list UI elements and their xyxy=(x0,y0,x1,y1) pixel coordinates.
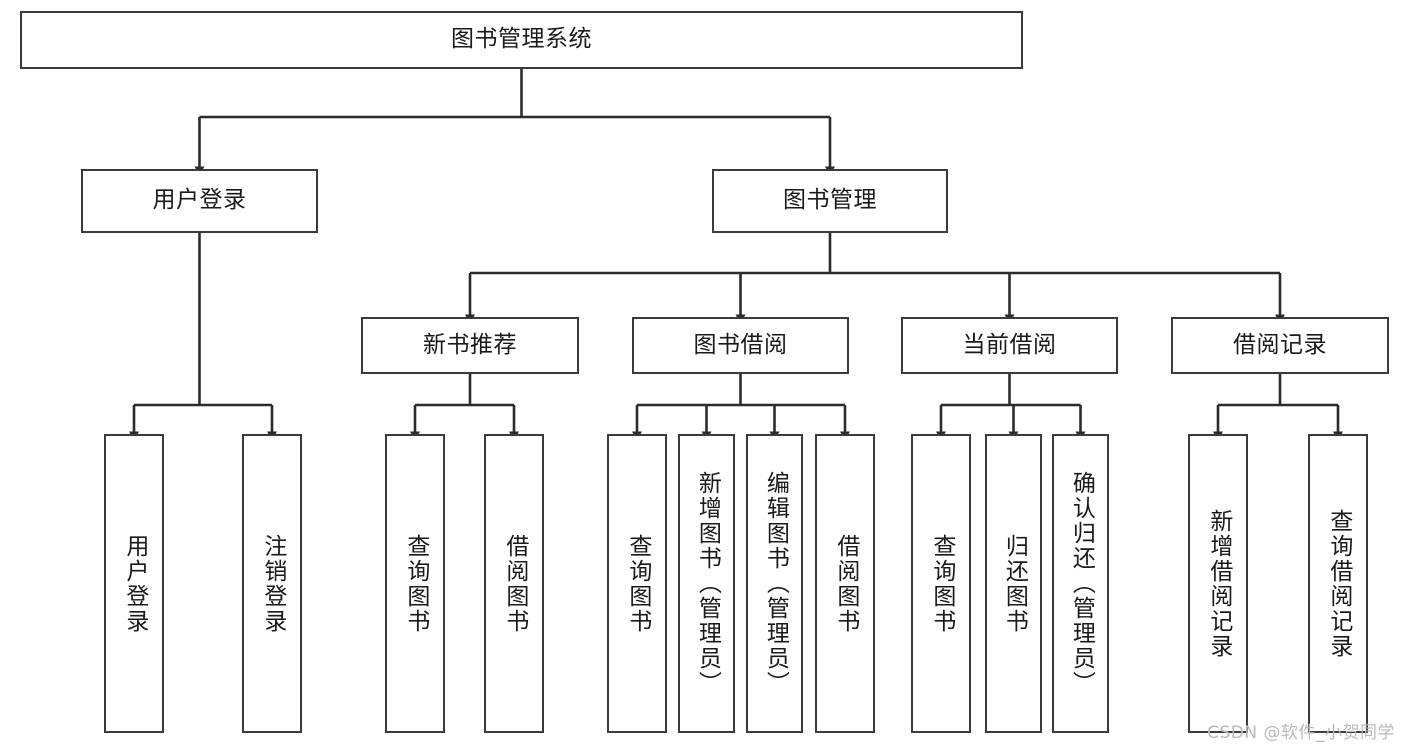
node-label: 图书管理 xyxy=(783,187,877,214)
node-leaf-logout[interactable]: 注销登录 xyxy=(242,434,302,733)
node-label: 查询图书 xyxy=(928,533,955,634)
node-leaf-confirm-return[interactable]: 确认归还（管理员） xyxy=(1052,434,1109,733)
node-label: 图书管理系统 xyxy=(451,26,592,53)
node-label: 借阅记录 xyxy=(1233,331,1327,358)
node-leaf-borrow-book-1[interactable]: 借阅图书 xyxy=(484,434,544,733)
node-leaf-add-record[interactable]: 新增借阅记录 xyxy=(1188,434,1248,733)
watermark-text: CSDN @软件_小贺同学 xyxy=(1207,723,1395,743)
node-leaf-user-login[interactable]: 用户登录 xyxy=(104,434,164,733)
node-new-book-recommend[interactable]: 新书推荐 xyxy=(361,317,579,374)
node-leaf-query-book-2[interactable]: 查询图书 xyxy=(607,434,667,733)
node-label: 确认归还（管理员） xyxy=(1068,471,1095,696)
node-label: 注销登录 xyxy=(259,533,286,634)
node-label: 新增借阅记录 xyxy=(1205,508,1232,659)
node-user-login[interactable]: 用户登录 xyxy=(81,169,318,233)
node-label: 当前借阅 xyxy=(962,331,1057,358)
node-label: 查询图书 xyxy=(624,533,651,634)
node-label: 新书推荐 xyxy=(423,331,517,358)
node-book-management[interactable]: 图书管理 xyxy=(712,169,948,233)
node-current-borrow[interactable]: 当前借阅 xyxy=(901,317,1118,374)
node-label: 归还图书 xyxy=(1001,533,1028,634)
node-root[interactable]: 图书管理系统 xyxy=(20,11,1023,69)
node-leaf-query-record[interactable]: 查询借阅记录 xyxy=(1308,434,1368,733)
connector-lines xyxy=(129,69,1343,441)
node-book-borrow[interactable]: 图书借阅 xyxy=(632,317,849,374)
node-borrow-record[interactable]: 借阅记录 xyxy=(1171,317,1389,374)
node-label: 用户登录 xyxy=(152,187,247,214)
node-label: 查询借阅记录 xyxy=(1325,508,1352,659)
node-leaf-query-book-1[interactable]: 查询图书 xyxy=(385,434,445,733)
node-leaf-query-book-3[interactable]: 查询图书 xyxy=(911,434,971,733)
node-leaf-add-book[interactable]: 新增图书（管理员） xyxy=(678,434,735,733)
node-label: 查询图书 xyxy=(402,533,429,634)
node-leaf-borrow-book-2[interactable]: 借阅图书 xyxy=(815,434,875,733)
node-leaf-edit-book[interactable]: 编辑图书（管理员） xyxy=(746,434,803,733)
node-label: 编辑图书（管理员） xyxy=(762,471,789,696)
node-label: 新增图书（管理员） xyxy=(694,471,721,696)
node-label: 图书借阅 xyxy=(693,331,788,358)
node-label: 借阅图书 xyxy=(832,533,859,634)
node-label: 借阅图书 xyxy=(501,533,528,634)
node-leaf-return-book[interactable]: 归还图书 xyxy=(985,434,1042,733)
node-label: 用户登录 xyxy=(121,533,148,634)
